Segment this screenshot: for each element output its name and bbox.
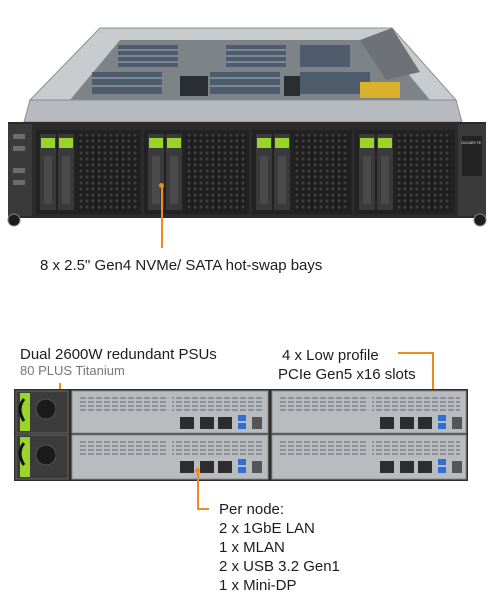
ports-callout-vline: [197, 470, 199, 510]
front-server-image: [0, 0, 495, 235]
pcie-slots-line2: PCIe Gen5 x16 slots: [278, 366, 416, 383]
pcie-callout-hline: [398, 352, 434, 354]
front-brand-badge: GIGABYTE: [461, 140, 482, 145]
pcie-callout-vline: [432, 352, 434, 404]
per-node-item: 2 x 1GbE LAN: [219, 520, 315, 537]
per-node-item: 1 x Mini-DP: [219, 577, 297, 594]
front-bays-caption: 8 x 2.5" Gen4 NVMe/ SATA hot-swap bays: [40, 257, 323, 274]
pcie-slots-line1: 4 x Low profile: [282, 347, 379, 364]
per-node-item: 2 x USB 3.2 Gen1: [219, 558, 340, 575]
psu-title: Dual 2600W redundant PSUs: [20, 346, 217, 363]
front-callout-dot: [159, 183, 164, 188]
front-callout-line: [161, 186, 163, 248]
per-node-title: Per node:: [219, 501, 285, 518]
psu-subtitle: 80 PLUS Titanium: [20, 363, 125, 378]
per-node-item: 1 x MLAN: [219, 539, 285, 556]
ports-callout-hline: [197, 508, 209, 510]
rear-server-image: [0, 385, 495, 485]
